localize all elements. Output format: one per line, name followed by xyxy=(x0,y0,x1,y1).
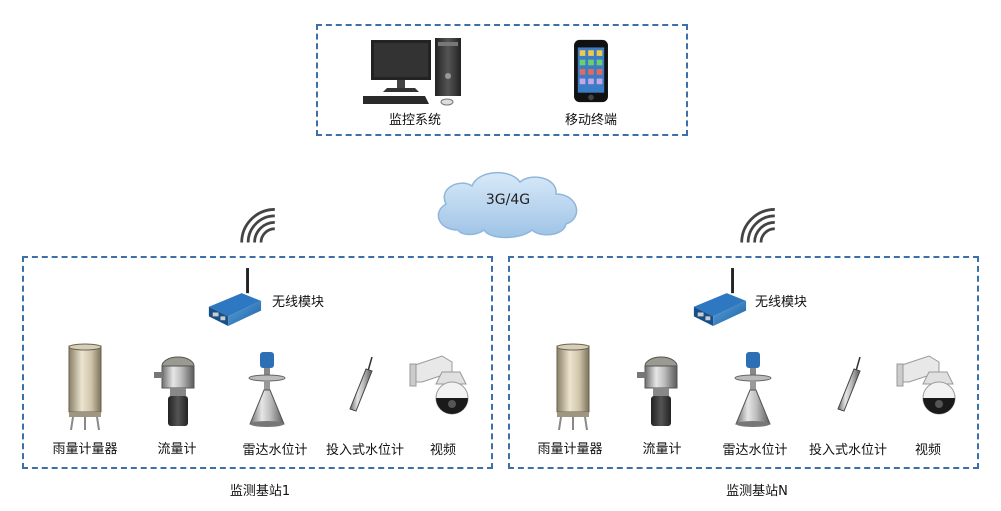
camera-icon xyxy=(895,352,965,422)
flow-meter-icon xyxy=(152,352,202,432)
camera-icon xyxy=(408,352,478,422)
mobile-phone-icon xyxy=(571,38,611,104)
device-label: 雨量计量器 xyxy=(52,442,118,457)
device-label: 视频 xyxy=(429,443,456,458)
device-label: 投入式水位计 xyxy=(808,443,887,458)
device-label: 视频 xyxy=(914,443,941,458)
device-label: 雨量计量器 xyxy=(537,442,603,457)
device-label: 流量计 xyxy=(157,442,197,457)
radar-level-icon xyxy=(728,350,778,430)
computer-icon xyxy=(363,36,463,106)
wireless-module-label: 无线模块 xyxy=(272,295,325,310)
device-label: 雷达水位计 xyxy=(242,443,308,458)
wireless-module-icon xyxy=(205,264,263,332)
control-center-group xyxy=(316,24,688,136)
station-n-name: 监测基站N xyxy=(726,484,788,499)
cloud-icon xyxy=(437,171,578,239)
wifi-signal-icon xyxy=(238,205,284,247)
cloud-label: 3G/4G xyxy=(485,192,531,208)
monitor-system-label: 监控系统 xyxy=(388,113,441,128)
station-1-group xyxy=(22,256,493,469)
submersible-level-icon xyxy=(342,355,382,415)
wifi-signal-icon xyxy=(738,205,784,247)
flow-meter-icon xyxy=(635,352,685,432)
station-n-group xyxy=(508,256,979,469)
submersible-level-icon xyxy=(830,355,870,415)
mobile-terminal-label: 移动终端 xyxy=(564,113,617,128)
rain-gauge-icon xyxy=(65,342,105,432)
device-label: 流量计 xyxy=(642,442,682,457)
device-label: 投入式水位计 xyxy=(325,443,404,458)
device-label: 雷达水位计 xyxy=(722,443,788,458)
wireless-module-icon xyxy=(690,264,748,332)
rain-gauge-icon xyxy=(553,342,593,432)
wireless-module-label: 无线模块 xyxy=(755,295,808,310)
cloud-network xyxy=(428,166,588,242)
station-1-name: 监测基站1 xyxy=(229,484,291,499)
radar-level-icon xyxy=(242,350,292,430)
